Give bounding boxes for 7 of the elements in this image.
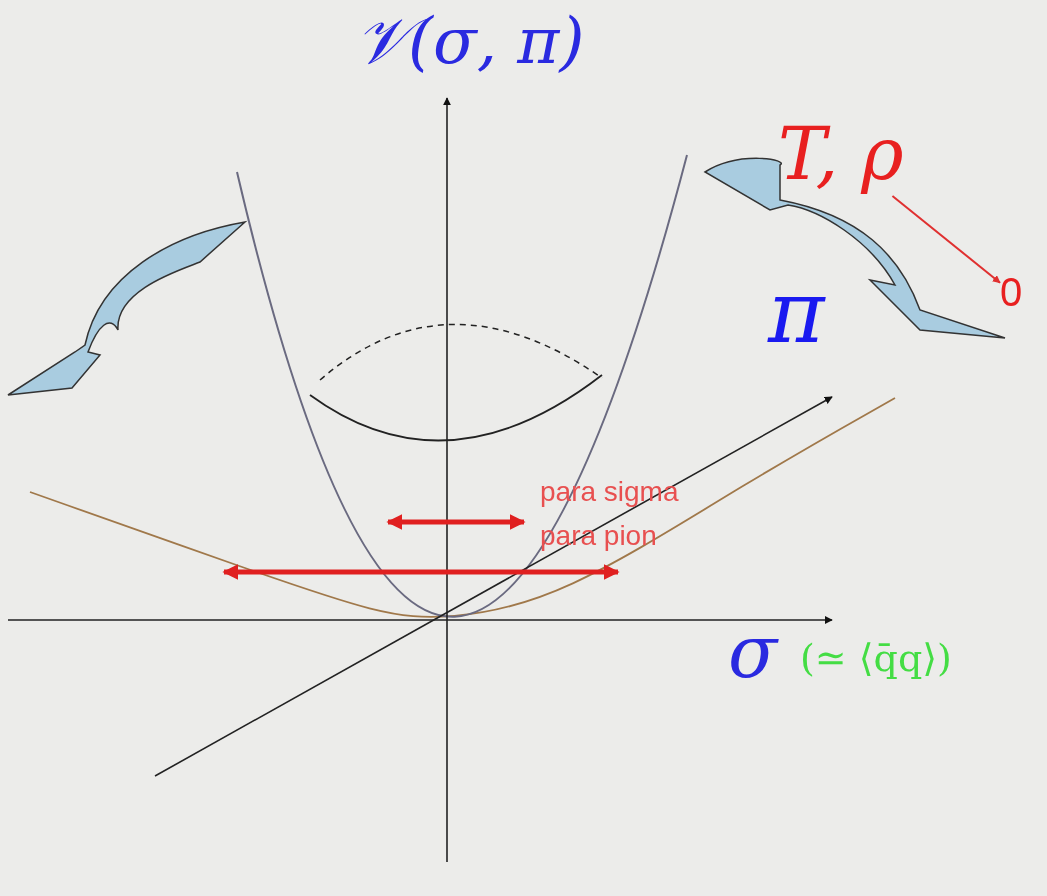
axis-label: σ	[728, 610, 778, 694]
arrow	[891, 195, 1001, 284]
axis-label: π	[768, 262, 825, 362]
axis-label: 𝒱(σ, π)	[355, 4, 585, 79]
formula-text: 0	[1000, 270, 1023, 315]
axis-label-note: (≃ ⟨q̄q⟩)	[800, 636, 952, 680]
formula-text: T, ρ	[778, 112, 904, 196]
